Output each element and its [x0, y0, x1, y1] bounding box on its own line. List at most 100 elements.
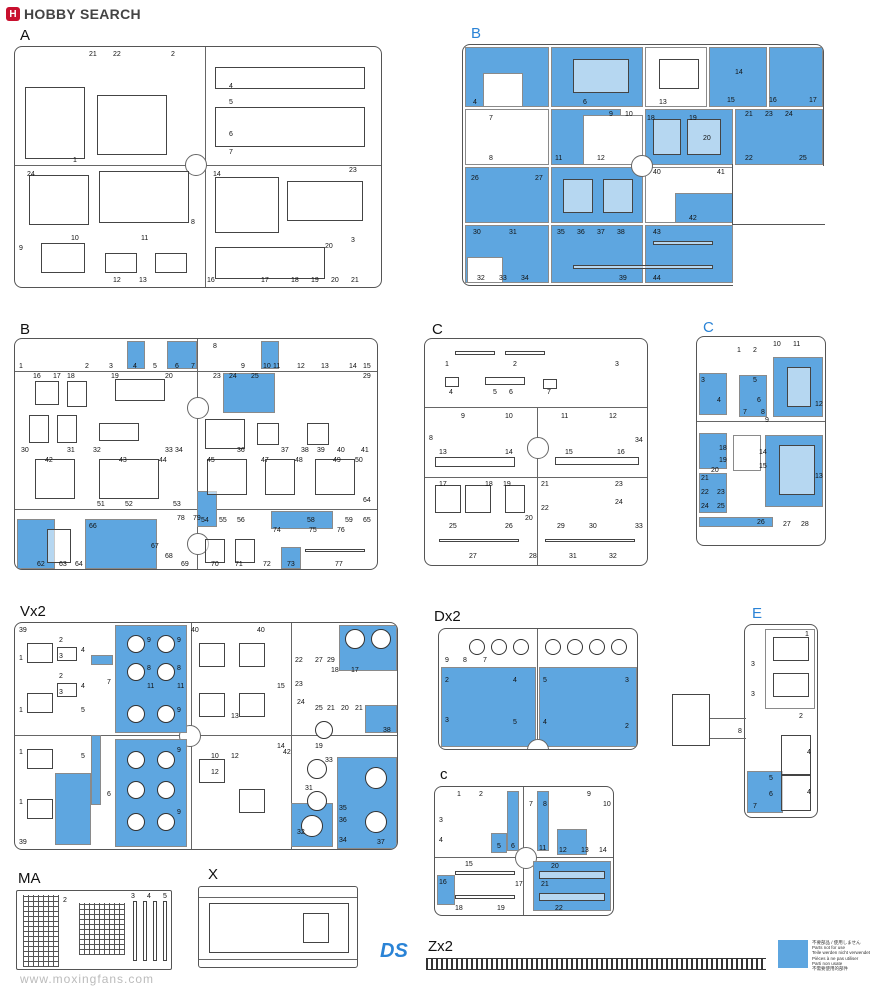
part-number: 27	[783, 521, 791, 528]
sprue-cell	[583, 115, 643, 165]
sprue-e-label: E	[752, 605, 763, 622]
part-number: 59	[345, 517, 353, 524]
part-number: 1	[73, 157, 77, 164]
part-number: 10	[211, 753, 219, 760]
part	[29, 175, 89, 225]
watermark: www.moxingfans.com	[20, 972, 155, 986]
part	[47, 529, 71, 563]
part-number: 6	[583, 99, 587, 106]
part-number: 10	[625, 111, 633, 118]
part-number: 15	[565, 449, 573, 456]
part-number: 5	[753, 377, 757, 384]
sprue-cell	[465, 167, 549, 223]
sprue-v-label: Vx2	[20, 603, 46, 620]
part-number: 25	[251, 373, 259, 380]
part	[545, 539, 635, 542]
part-number: 56	[237, 517, 245, 524]
part-number: 1	[19, 749, 23, 756]
road-wheel-part	[157, 663, 175, 681]
sprue-runner	[710, 718, 746, 719]
part-number: 65	[363, 517, 371, 524]
part-number: 20	[525, 515, 533, 522]
part	[563, 179, 593, 213]
part	[235, 539, 255, 563]
part-number: 36	[237, 447, 245, 454]
part-number: 33	[165, 447, 173, 454]
part-number: 76	[337, 527, 345, 534]
part-number: 13	[581, 847, 589, 854]
sprue-cell	[441, 667, 536, 747]
sprue-cell	[551, 225, 643, 283]
part-number: 6	[229, 131, 233, 138]
part	[41, 243, 85, 273]
part-number: 54	[201, 517, 209, 524]
part-number: 13	[321, 363, 329, 370]
sprue-gate	[527, 437, 549, 459]
part-number: 1	[805, 631, 809, 638]
part-number: 5	[497, 843, 501, 850]
part-number: 7	[107, 679, 111, 686]
part-number: 73	[287, 561, 295, 568]
part-number: 39	[317, 447, 325, 454]
sprue-ma-label: MA	[18, 870, 41, 887]
sprue-cell	[271, 511, 333, 529]
part-number: 9	[177, 637, 181, 644]
part-number: 14	[349, 363, 357, 370]
road-wheel-part	[307, 759, 327, 779]
part-number: 3	[439, 817, 443, 824]
road-wheel-part	[157, 751, 175, 769]
sprue-b-top-label: B	[471, 25, 482, 42]
part-number: 12	[211, 769, 219, 776]
sprue-cell	[467, 257, 503, 283]
part-number: 4	[473, 99, 477, 106]
part-number: 24	[229, 373, 237, 380]
sprue-runner	[15, 371, 377, 372]
part	[99, 459, 159, 499]
part-number: 9	[147, 637, 151, 644]
part-number: 26	[471, 175, 479, 182]
part-number: 11	[793, 341, 801, 348]
part	[99, 423, 139, 441]
part	[435, 457, 515, 467]
part	[653, 241, 713, 245]
road-wheel-part	[127, 751, 145, 769]
part-number: 26	[757, 519, 765, 526]
part	[155, 253, 187, 273]
part-number: 2	[59, 637, 63, 644]
part-number: 32	[477, 275, 485, 282]
part-number: 9	[445, 657, 449, 664]
part-number: 17	[515, 881, 523, 888]
part-number: 29	[363, 373, 371, 380]
sprue-runner	[199, 897, 357, 898]
part-number: 11	[147, 683, 155, 690]
part-number: 6	[175, 363, 179, 370]
sprue-runner	[15, 509, 377, 510]
part-number: 12	[609, 413, 617, 420]
part-number: 28	[529, 553, 537, 560]
part	[303, 913, 329, 943]
part-number: 11	[141, 235, 149, 242]
part-number: 2	[171, 51, 175, 58]
sprue-x-label: X	[208, 866, 219, 883]
part-number: 58	[307, 517, 315, 524]
part-number: 21	[89, 51, 97, 58]
sprue-cell	[127, 341, 145, 369]
sprue-c-small-label: C	[703, 319, 714, 336]
part-number: 22	[541, 505, 549, 512]
sprue-cell	[769, 47, 823, 107]
part-number: 17	[53, 373, 61, 380]
part-number: 39	[19, 839, 27, 846]
road-wheel-part	[315, 721, 333, 739]
part-number: 64	[75, 561, 83, 568]
part-number: 27	[469, 553, 477, 560]
part-number: 3	[751, 691, 755, 698]
part-number: 34	[339, 837, 347, 844]
part-number: 36	[577, 229, 585, 236]
part-number: 71	[235, 561, 243, 568]
sprue-c-mid-label: C	[432, 321, 443, 338]
part	[439, 539, 519, 542]
road-wheel-part	[307, 791, 327, 811]
sprue-gate	[185, 154, 207, 176]
part-number: 8	[463, 657, 467, 664]
part-number: 27	[315, 657, 323, 664]
